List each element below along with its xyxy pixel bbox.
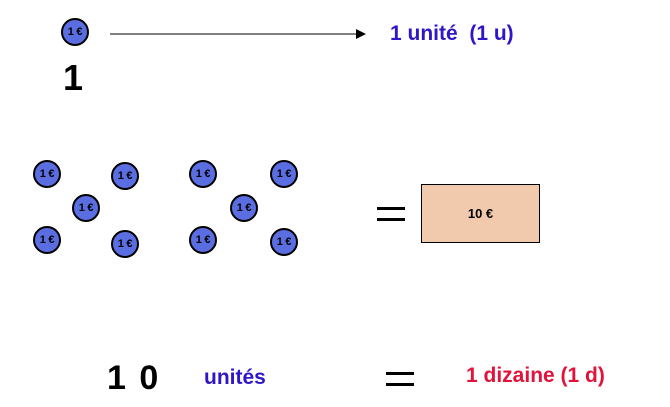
one-ten-label: 1 dizaine (1 d)	[466, 364, 605, 387]
coin-1-euro: 1 €	[33, 160, 61, 188]
banknote-label: 10 €	[467, 206, 494, 221]
banknote-10-euro: 10 €	[421, 184, 540, 243]
coin-1-euro: 1 €	[270, 160, 298, 188]
coin-1-euro: 1 €	[72, 194, 100, 222]
equals-sign	[386, 372, 414, 386]
coin-1-euro: 1 €	[111, 162, 139, 190]
coin-1-euro: 1 €	[270, 228, 298, 256]
coin-1-euro: 1 €	[230, 194, 258, 222]
coin-1-euro: 1 €	[189, 226, 217, 254]
coin-1-euro: 1 €	[111, 230, 139, 258]
single-unit-number: 1	[63, 57, 84, 98]
arrow-icon	[110, 29, 366, 39]
ten-units-number: 1 0	[107, 359, 161, 397]
coin-1-euro: 1 €	[189, 160, 217, 188]
equals-sign	[377, 207, 405, 221]
coin-label: 1 €	[67, 26, 83, 38]
units-word: unités	[204, 366, 266, 389]
one-unit-label: 1 unité (1 u)	[390, 22, 514, 45]
coin-1-euro: 1 €	[33, 226, 61, 254]
coin-1-euro: 1 €	[61, 18, 89, 46]
